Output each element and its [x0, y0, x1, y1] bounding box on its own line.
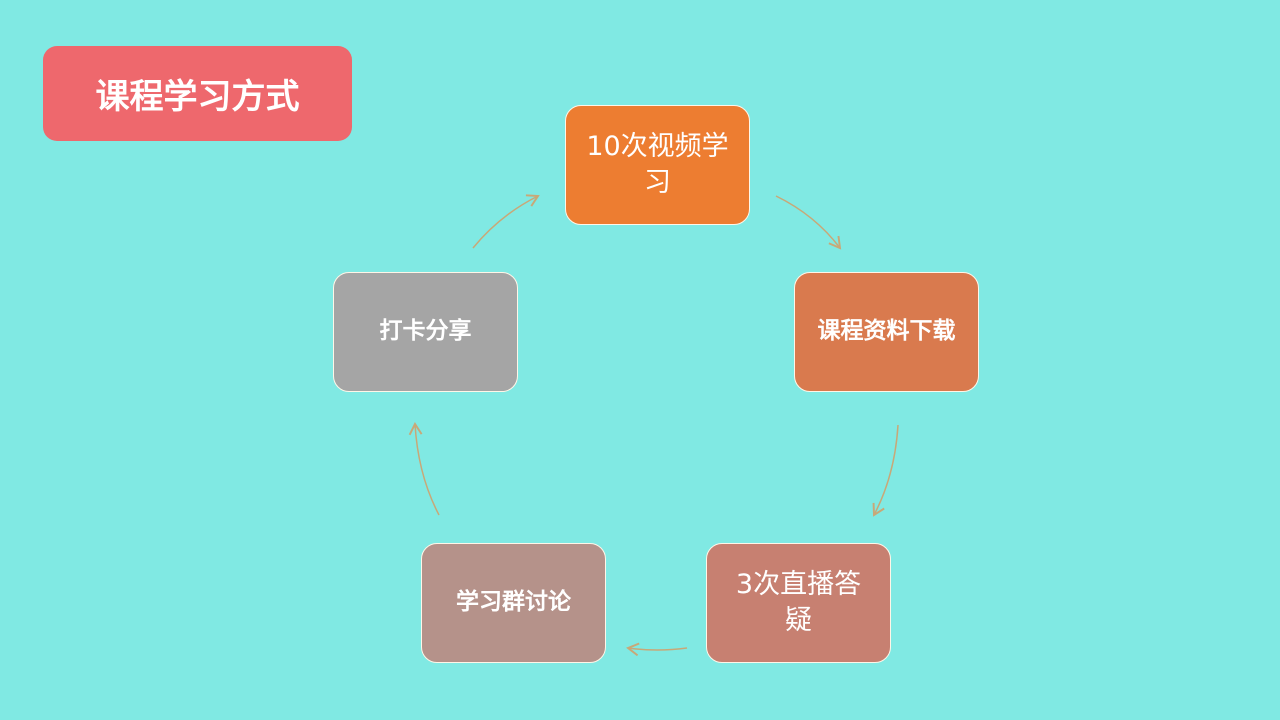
arrow-2-to-3 [872, 424, 899, 517]
step-live-qa: 3次直播答疑 [706, 543, 891, 663]
step-checkin-share: 打卡分享 [333, 272, 518, 392]
slide-title: 课程学习方式 [43, 46, 352, 141]
step-group-discussion: 学习群讨论 [421, 543, 606, 663]
arrow-5-to-1 [472, 194, 540, 249]
arrow-3-to-4 [626, 642, 688, 657]
arrow-1-to-2 [775, 195, 842, 250]
step-video-learning: 10次视频学习 [565, 105, 750, 225]
step-materials-download: 课程资料下载 [794, 272, 979, 392]
arrow-4-to-5 [408, 422, 440, 516]
